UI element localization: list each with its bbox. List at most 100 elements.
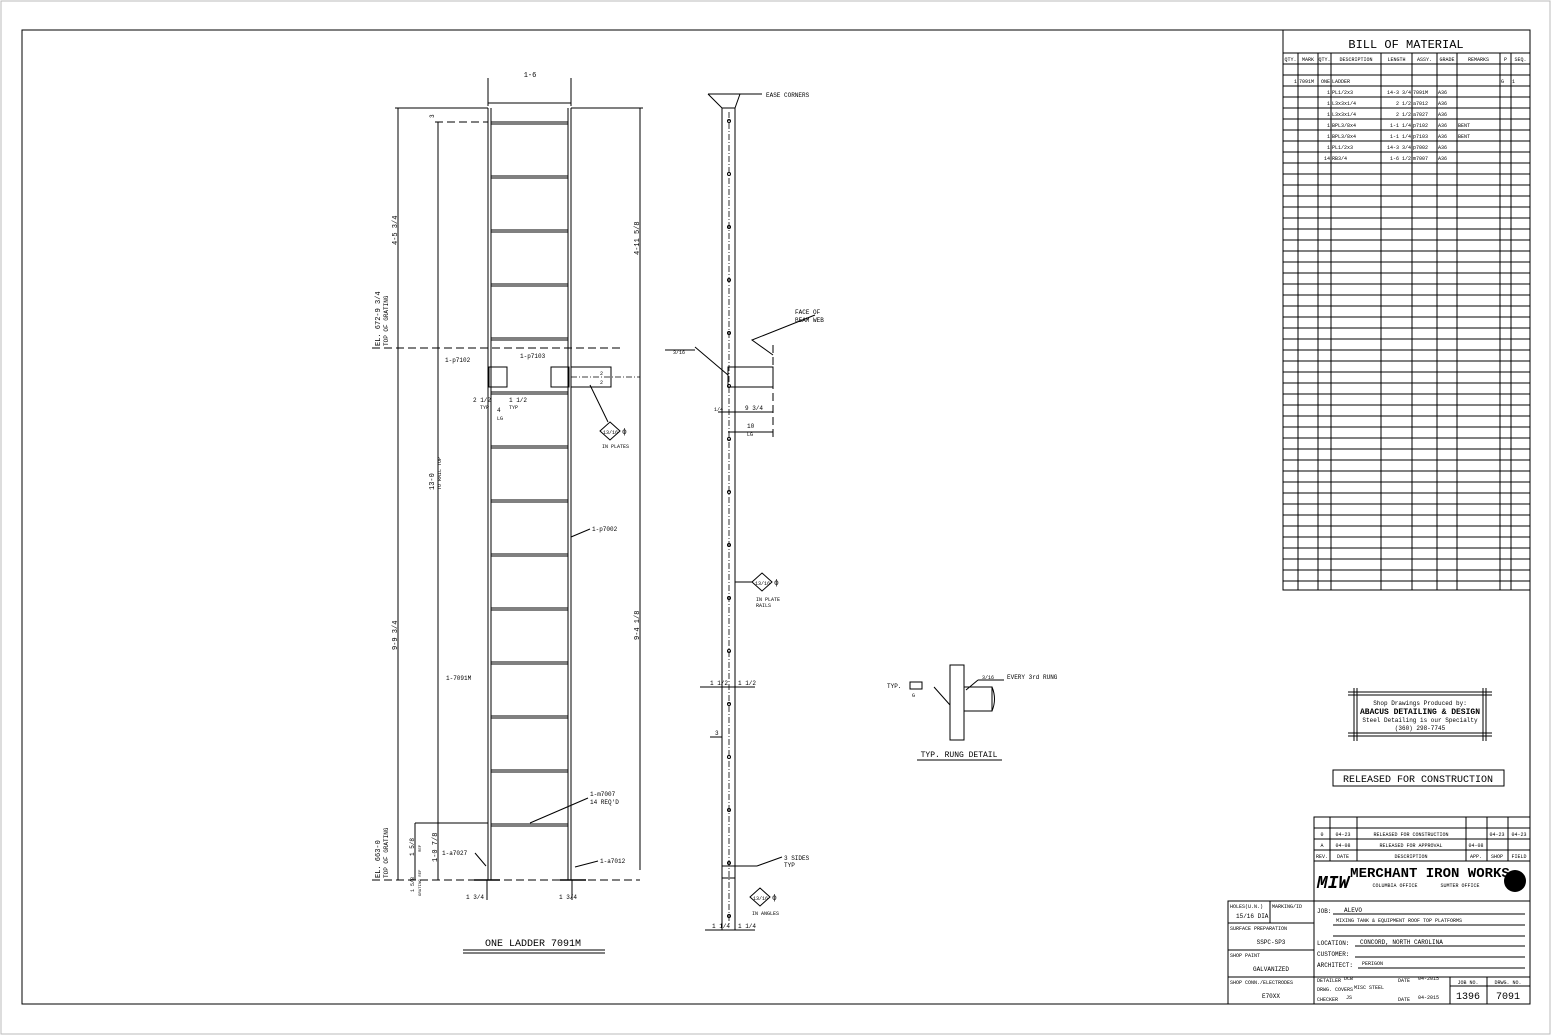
bom-cell: 14-3 3/4 — [1387, 145, 1411, 151]
note-typ-side: TYP — [784, 862, 795, 869]
architect-label: ARCHITECT: — [1317, 962, 1353, 969]
weld-symbol: 13/16 — [603, 430, 618, 436]
label-m7007: 1-m7007 — [590, 791, 616, 798]
detailer-value: DCB — [1344, 976, 1353, 982]
dim-1-4: 1/4 — [714, 407, 723, 413]
bom-cell: 1 — [1327, 112, 1330, 118]
bom-header: P — [1504, 57, 1507, 63]
bom-cell: A36 — [1438, 90, 1447, 96]
dim-1-half: 1 1/2 — [509, 397, 527, 404]
bom-cell: 1 — [1327, 101, 1330, 107]
bom-cell: p7103 — [1413, 134, 1428, 140]
holes-label: HOLES(U.N.) — [1230, 904, 1263, 910]
weld-symbol-rails: 13/16 — [755, 581, 770, 587]
revision-header: REV. — [1316, 854, 1328, 860]
dim-total-note: TO RAIL TOP — [437, 457, 443, 490]
bom-cell: A36 — [1438, 101, 1447, 107]
drwg-no: 7091 — [1496, 992, 1520, 1003]
bom-cell: 1-1 1/4 — [1390, 134, 1411, 140]
bom-cell: m7007 — [1413, 156, 1428, 162]
bom-header: QTY. — [1284, 57, 1296, 63]
ladder-front-view: 1-6 3 4-5 3/4 13-0 TO RAIL TOP 9-9 3/4 4… — [372, 72, 643, 954]
elevation-bottom: EL. 663-0 — [375, 840, 383, 878]
released-for-construction: RELEASED FOR CONSTRUCTION — [1343, 775, 1493, 786]
bom-cell: A36 — [1438, 145, 1447, 151]
checker-label: CHECKER — [1317, 997, 1338, 1003]
bom-cell: 7091M — [1299, 79, 1314, 85]
rung-hole — [727, 172, 731, 176]
conn-label: SHOP CONN./ELECTRODES — [1230, 980, 1293, 986]
bom-cell: 1-1 1/4 — [1390, 123, 1411, 129]
bom-header: MARK — [1302, 57, 1314, 63]
detailer-date: 04-2015 — [1418, 976, 1439, 982]
dim-10: 10 — [747, 423, 755, 430]
company-block: MIW MERCHANT IRON WORKS COLUMBIA OFFICE … — [1313, 860, 1531, 902]
label-a7012: 1-a7012 — [600, 858, 626, 865]
bom-cell: BENT — [1458, 134, 1470, 140]
bom-cell: G — [1501, 79, 1504, 85]
paint-label: SHOP PAINT — [1230, 953, 1260, 959]
note-ease-corners: EASE CORNERS — [766, 92, 810, 99]
typ-1: TYP — [480, 405, 489, 411]
detailer-date-label: DATE — [1398, 978, 1410, 984]
bom-cell: 2 1/2 — [1396, 101, 1411, 107]
revision-cell: 04-23 — [1489, 832, 1504, 838]
job-description: MIXING TANK & EQUIPMENT ROOF TOP PLATFOR… — [1336, 918, 1462, 924]
dim-width: 1-6 — [524, 72, 537, 80]
bom-header: SEQ. — [1514, 57, 1526, 63]
company-name: MERCHANT IRON WORKS — [1350, 866, 1510, 882]
stamp-line-1: Shop Drawings Produced by: — [1373, 700, 1467, 707]
bom-cell: 1 — [1327, 90, 1330, 96]
note-beam-web: BEAM WEB — [795, 317, 824, 324]
customer-label: CUSTOMER: — [1317, 951, 1349, 958]
company-logo: MIW — [1316, 874, 1352, 894]
office-columbia: COLUMBIA OFFICE — [1372, 883, 1417, 889]
dim-2a: 2 — [600, 371, 603, 377]
note-3-sides: 3 SIDES — [784, 855, 810, 862]
rung-hole — [727, 914, 731, 918]
dim-total: 13-0 — [429, 473, 437, 490]
bom-cell: BPL3/8x4 — [1332, 134, 1356, 140]
rung-typ: TYP. — [887, 683, 901, 690]
dim-base-note: GRATING REF — [419, 869, 423, 896]
revision-cell: RELEASED FOR APPROVAL — [1379, 843, 1442, 849]
note-in-plate: IN PLATE — [756, 597, 780, 603]
revision-header: DATE — [1337, 854, 1349, 860]
revision-cell: A — [1320, 843, 1323, 849]
detailer-label: DETAILER — [1317, 978, 1341, 984]
notes-block: HOLES(U.N.) 15/16 DIA MARKING/ID SURFACE… — [1227, 900, 1315, 1005]
label-7091m: 1-7091M — [446, 675, 472, 682]
surface-label: SURFACE PREPARATION — [1230, 926, 1287, 932]
job-no-label: JOB NO. — [1457, 980, 1478, 986]
bom-frame — [1282, 29, 1531, 591]
ladder-rails — [487, 108, 572, 880]
location-value: CONCORD, NORTH CAROLINA — [1360, 939, 1443, 946]
stamp-line-2: ABACUS DETAILING & DESIGN — [1360, 708, 1480, 717]
bom-cell: 1 — [1327, 123, 1330, 129]
label-a7027: 1-a7027 — [442, 850, 468, 857]
stamp-line-3: Steel Detailing is our Specialty — [1362, 717, 1478, 724]
conn-value: E70XX — [1262, 993, 1280, 1000]
bom-header: QTY. — [1318, 57, 1330, 63]
plate-p7103 — [550, 366, 570, 388]
bom-title: BILL OF MATERIAL — [1348, 38, 1463, 52]
ladder-rungs — [491, 121, 568, 827]
detailer-stamp: Shop Drawings Produced by: ABACUS DETAIL… — [1348, 688, 1492, 741]
dim-right-upper: 4-11 5/8 — [634, 221, 642, 255]
drwg-no-label: DRWG. NO. — [1494, 980, 1521, 986]
office-sumter: SUMTER OFFICE — [1440, 883, 1479, 889]
revision-header: SHOP — [1491, 854, 1503, 860]
dim-lg-side: LG — [747, 432, 753, 438]
dim-1-half-b: 1 1/2 — [738, 680, 756, 687]
revision-cell: 04-08 — [1335, 843, 1350, 849]
bom-cell: 2 1/2 — [1396, 112, 1411, 118]
weld-3-16: 3/16 — [673, 350, 685, 356]
label-m7007-req: 14 REQ'D — [590, 799, 619, 806]
dim-4: 4 — [497, 407, 501, 414]
dim-bottom: 1-0 7/8 — [432, 833, 440, 862]
typ-2: TYP — [509, 405, 518, 411]
bom-cell: p7102 — [1413, 123, 1428, 129]
